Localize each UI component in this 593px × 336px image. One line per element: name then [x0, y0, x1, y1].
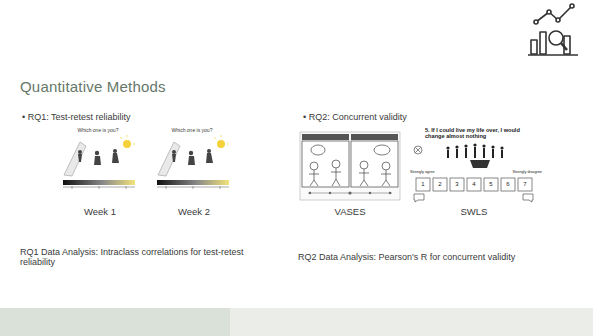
figure-caption: SWLS [434, 207, 514, 218]
figure-caption: Week 1 [60, 207, 140, 218]
footer-band-left [0, 308, 230, 336]
scale-anchor: Strongly agree [410, 170, 440, 174]
analytics-icon [528, 4, 578, 55]
scale-number: 1 [416, 181, 430, 188]
image-caption-text: Which one is you? [60, 128, 136, 134]
slide-title: Quantitative Methods [20, 78, 166, 95]
scale-number: 5 [484, 181, 498, 188]
survey-question: 5. If I could live my life over, I would… [425, 127, 537, 140]
figure-caption: Week 2 [154, 207, 234, 218]
vases-image [300, 132, 400, 200]
scale-number: 2 [433, 181, 447, 188]
scale-number: 3 [450, 181, 464, 188]
analysis-note: RQ2 Data Analysis: Pearson's R for concu… [298, 252, 568, 262]
bullet-point: • RQ2: Concurrent validity [303, 112, 543, 122]
image-caption-text: Which one is you? [154, 128, 230, 134]
scale-number: 7 [518, 181, 532, 188]
scale-anchor: Strongly disagree [510, 170, 542, 174]
bullet-point: • RQ1: Test-retest reliability [22, 112, 262, 122]
figure-caption: VASES [310, 207, 390, 218]
ladder-scale-image [151, 126, 233, 200]
scale-number: 6 [501, 181, 515, 188]
scale-number: 4 [467, 181, 481, 188]
ladder-scale-image [57, 126, 139, 200]
footer-band-right [230, 308, 593, 336]
analysis-note: RQ1 Data Analysis: Intraclass correlatio… [20, 247, 270, 268]
